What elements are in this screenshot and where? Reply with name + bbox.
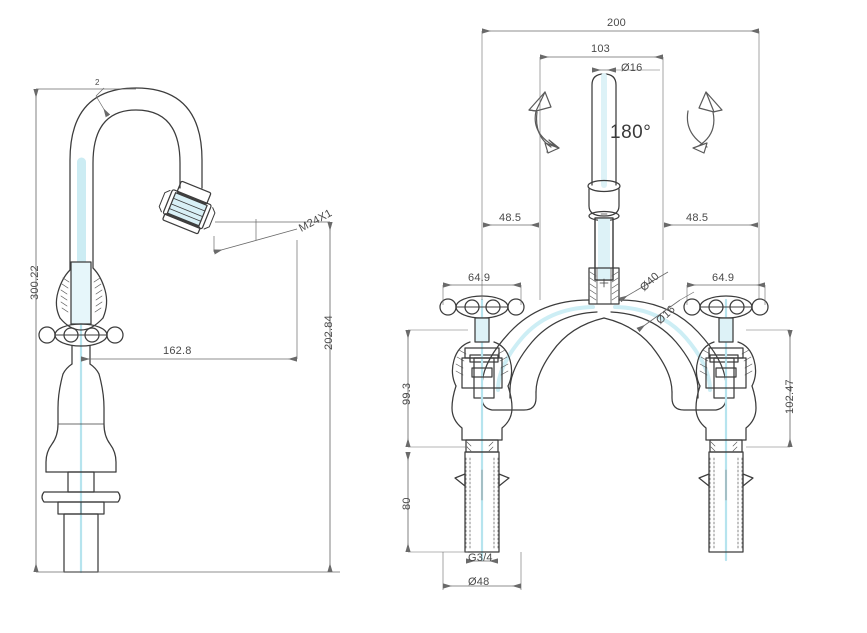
mounting-shank — [41, 471, 121, 573]
dim-overall-height: 300.22 — [29, 265, 41, 300]
spout-gooseneck — [69, 87, 203, 277]
dim-inlet-thread: G3/4 — [468, 552, 493, 564]
dim-body-height: 102.47 — [784, 379, 796, 414]
left-handle-assembly — [439, 295, 525, 562]
central-riser — [588, 217, 620, 305]
dim-left-handle-width: 64.9 — [468, 272, 491, 284]
dim-spout-reach: 162.8 — [163, 345, 192, 357]
dim-right-handle-width: 64.9 — [712, 272, 735, 284]
swivel-spout — [587, 73, 621, 222]
dim-right-offset: 48.5 — [686, 212, 709, 224]
dim-spout-diameter: Ø16 — [621, 62, 643, 74]
aerator-head — [158, 180, 216, 235]
dim-overall-width: 200 — [607, 17, 626, 29]
swivel-arrow-right — [686, 91, 723, 154]
front-elevation-view — [439, 73, 769, 562]
dim-tail-length: 80 — [401, 497, 413, 510]
dim-wall-thickness: 2 — [95, 78, 100, 87]
dim-handle-height: 99.3 — [401, 382, 413, 405]
dim-spout-height: 202.84 — [323, 315, 335, 350]
side-view-dimensions — [33, 87, 340, 573]
front-view-dimensions — [405, 28, 793, 590]
annotation-swivel-angle: 180° — [610, 122, 652, 143]
dim-spout-swivel-width: 103 — [591, 43, 610, 55]
bridge-arch-right — [603, 299, 739, 411]
right-handle-assembly — [683, 295, 769, 562]
dim-left-offset: 48.5 — [499, 212, 522, 224]
dim-base-diameter: Ø48 — [468, 576, 490, 588]
